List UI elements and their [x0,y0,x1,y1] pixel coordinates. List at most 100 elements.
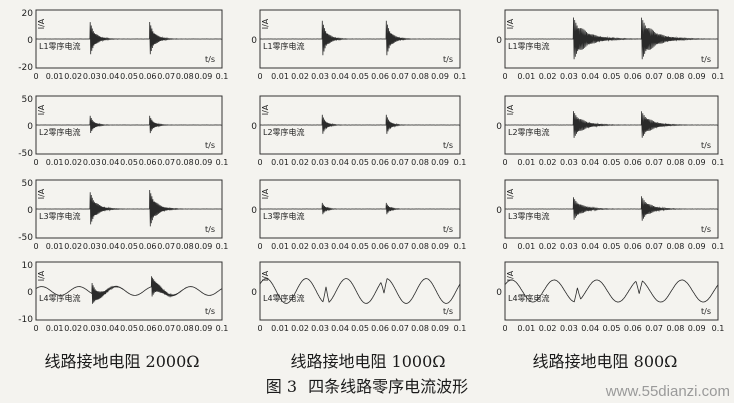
panel-label: L1零序电流 [263,41,305,51]
y-unit-label: I/A [506,104,515,115]
x-tick-label: 0.02 [539,72,557,81]
x-tick-label: 0.01 [517,242,535,251]
x-tick-label: 0.09 [431,324,449,333]
waveform-trace [35,189,223,227]
x-tick-label: 0.02 [539,324,557,333]
column-caption-1000-ohm: 线路接地电阻 1000Ω [290,352,446,371]
x-tick-label: 0.08 [666,158,684,167]
x-tick-label: 0.04 [331,158,349,167]
y-tick-label: 0 [496,122,502,132]
x-tick-label: 0.01 [271,324,289,333]
x-tick-label: 0.05 [603,324,621,333]
y-tick-label: 0 [27,36,33,46]
y-tick-label: 0 [251,288,257,298]
x-tick-label: 0 [502,72,507,81]
x-tick-label: 0.07 [645,242,663,251]
x-tick-label: 0.07 [157,158,175,167]
panel-label: L1零序电流 [508,41,550,51]
x-tick-label: 0.05 [351,72,369,81]
panel-label: L3零序电流 [263,211,305,221]
panel-label: L1零序电流 [39,41,81,51]
panel-label: L4零序电流 [263,293,305,303]
x-tick-label: 0.04 [101,158,119,167]
x-tick-label: 0.03 [83,324,101,333]
y-tick-label: 0 [27,288,33,298]
y-tick-label: 0 [251,36,257,46]
x-tick-label: 0.08 [411,324,429,333]
x-tick-label: 0.06 [624,324,642,333]
x-tick-label: 0.02 [291,158,309,167]
x-tick-label: 0.06 [624,242,642,251]
waveform-trace [504,111,719,138]
y-tick-label: 0 [496,36,502,46]
y-tick-label: 20 [22,9,34,19]
x-tick-label: 0.09 [431,242,449,251]
x-tick-label: 0.02 [64,72,82,81]
x-tick-label: 0.04 [331,242,349,251]
waveform-trace [504,196,719,221]
x-tick-label: 0.01 [517,72,535,81]
x-unit-label: t/s [205,141,215,150]
y-unit-label: I/A [506,18,515,29]
waveform-trace [259,114,461,134]
x-tick-label: 0.08 [666,72,684,81]
x-tick-label: 0.05 [603,72,621,81]
x-tick-label: 0.06 [139,242,157,251]
x-unit-label: t/s [205,307,215,316]
waveform-trace [35,21,223,55]
panel-label: L3零序电流 [39,211,81,221]
x-tick-label: 0.03 [83,158,101,167]
x-unit-label: t/s [443,307,453,316]
x-tick-label: 0 [257,72,262,81]
x-tick-label: 0.09 [688,242,706,251]
x-tick-label: 0.02 [539,158,557,167]
x-tick-label: 0.03 [311,324,329,333]
x-tick-label: 0.03 [311,242,329,251]
x-tick-label: 0.1 [712,324,725,333]
x-tick-label: 0.05 [603,242,621,251]
y-tick-label: 0 [27,206,33,216]
x-tick-label: 0.08 [666,324,684,333]
x-unit-label: t/s [205,225,215,234]
panel-label: L4零序电流 [508,293,550,303]
y-unit-label: I/A [261,188,270,199]
x-tick-label: 0.04 [581,242,599,251]
panel-label: L4零序电流 [39,293,81,303]
x-tick-label: 0.06 [624,72,642,81]
x-tick-label: 0.03 [83,72,101,81]
y-tick-label: 0 [251,206,257,216]
x-tick-label: 0.1 [454,324,467,333]
x-tick-label: 0.05 [120,324,138,333]
x-tick-label: 0.1 [712,72,725,81]
x-tick-label: 0.1 [216,158,229,167]
x-tick-label: 0.08 [411,158,429,167]
x-tick-label: 0.04 [101,324,119,333]
x-tick-label: 0.01 [271,72,289,81]
x-tick-label: 0.07 [157,324,175,333]
x-tick-label: 0 [33,158,38,167]
waveform-trace [259,202,461,215]
x-unit-label: t/s [701,55,711,64]
waveform-trace [504,279,719,303]
x-tick-label: 0 [502,324,507,333]
x-tick-label: 0.05 [120,72,138,81]
x-tick-label: 0.06 [371,72,389,81]
x-tick-label: 0.02 [291,242,309,251]
x-tick-label: 0.07 [391,324,409,333]
x-tick-label: 0.08 [666,242,684,251]
x-tick-label: 0.01 [517,158,535,167]
x-tick-label: 0.04 [581,72,599,81]
x-tick-label: 0.04 [581,158,599,167]
x-tick-label: 0.05 [120,158,138,167]
figure-caption: 图 3 四条线路零序电流波形 [0,373,734,397]
y-unit-label: I/A [261,18,270,29]
x-tick-label: 0.06 [139,158,157,167]
x-tick-label: 0.04 [331,72,349,81]
x-tick-label: 0.09 [431,72,449,81]
x-tick-label: 0.08 [176,158,194,167]
x-tick-label: 0.06 [139,324,157,333]
x-tick-label: 0.07 [391,158,409,167]
x-tick-label: 0.01 [46,324,64,333]
y-tick-label: 0 [496,206,502,216]
